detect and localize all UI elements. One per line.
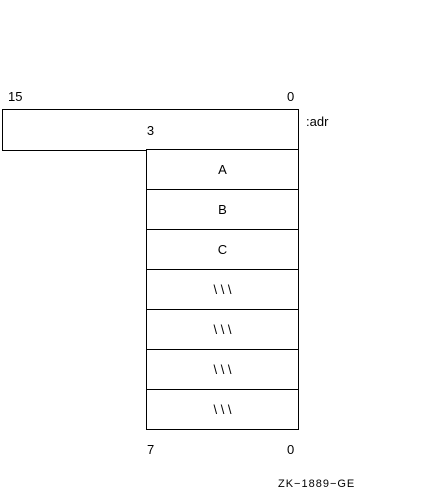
byte-row: \ \ \ xyxy=(146,309,299,350)
byte-row-value: A xyxy=(218,162,227,177)
byte-row: \ \ \ xyxy=(146,349,299,390)
byte-row: C xyxy=(146,229,299,270)
byte-row-value: B xyxy=(218,202,227,217)
byte-row: B xyxy=(146,189,299,230)
bit-label-15: 15 xyxy=(8,89,23,104)
byte-row-value: \ \ \ xyxy=(213,322,232,337)
byte-row: \ \ \ xyxy=(146,389,299,430)
byte-row: A xyxy=(146,149,299,190)
byte-row-value: \ \ \ xyxy=(213,402,232,417)
byte-row-value: C xyxy=(217,242,228,257)
figure-id: ZK−1889−GE xyxy=(278,478,356,490)
word-box: 3 xyxy=(2,109,299,151)
bit-label-0-bottom: 0 xyxy=(287,442,295,457)
bit-label-7: 7 xyxy=(147,442,155,457)
bit-label-0-top: 0 xyxy=(287,89,295,104)
byte-row-value: \ \ \ xyxy=(213,282,232,297)
word-box-value: 3 xyxy=(146,122,155,138)
byte-row: \ \ \ xyxy=(146,269,299,310)
byte-row-value: \ \ \ xyxy=(213,362,232,377)
address-label: :adr xyxy=(306,114,329,129)
